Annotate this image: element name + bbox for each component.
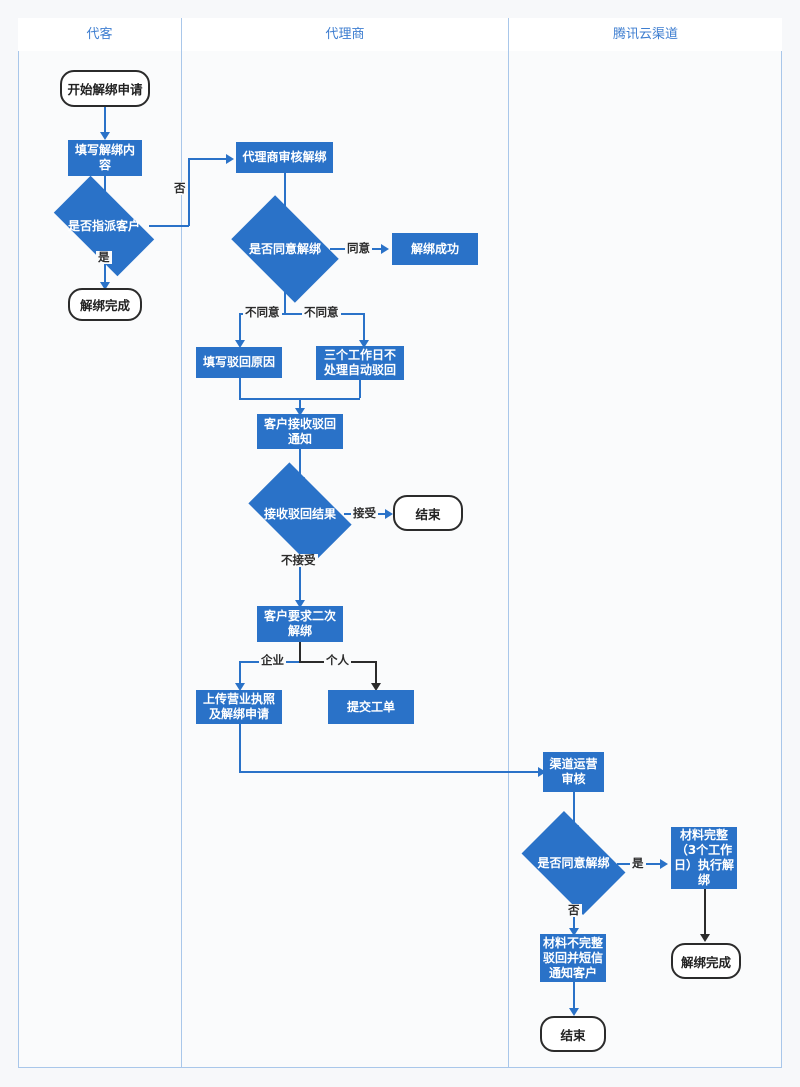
- lane-header-agent: 代理商: [182, 18, 508, 51]
- edge-n18-n20-arrow: [700, 934, 710, 942]
- node-agent-agree-decision[interactable]: 是否同意解绑: [231, 195, 339, 303]
- edge-channel-yes-arrow: [660, 859, 668, 869]
- node-upload-license-and-application[interactable]: 上传营业执照及解绑申请: [196, 690, 282, 724]
- edge-disagree-bar: [239, 313, 364, 315]
- node-material-complete-execute-unbind[interactable]: 材料完整（3个工作日）执行解绑: [671, 827, 737, 889]
- node-end-lane3[interactable]: 结束: [540, 1016, 606, 1052]
- edge-to-channel-h: [239, 771, 542, 773]
- edge-n5-n6: [284, 173, 286, 212]
- edge-disagree-left-v: [239, 313, 241, 342]
- edge-n10-n11: [299, 449, 301, 479]
- node-auto-reject-3-days[interactable]: 三个工作日不处理自动驳回: [316, 346, 404, 380]
- node-material-incomplete-reject-notify[interactable]: 材料不完整驳回并短信通知客户: [540, 934, 606, 982]
- edge-label-agree: 同意: [345, 241, 372, 255]
- lane-header-channel: 腾讯云渠道: [509, 18, 782, 51]
- edge-label-disagree-right: 不同意: [302, 305, 341, 319]
- edge-split-left-v: [239, 661, 241, 685]
- node-fill-reject-reason[interactable]: 填写驳回原因: [196, 347, 282, 378]
- edge-channel-no-arrow: [569, 928, 579, 936]
- node-label: 是否同意解绑: [248, 242, 321, 256]
- node-channel-operation-review[interactable]: 渠道运营审核: [543, 752, 604, 792]
- edge-merge-arrow: [295, 408, 305, 416]
- node-unbind-success[interactable]: 解绑成功: [392, 233, 478, 265]
- edge-split-right-v: [375, 661, 377, 685]
- node-channel-agree-decision[interactable]: 是否同意解绑: [521, 811, 626, 915]
- edge-label-enterprise: 企业: [259, 653, 286, 667]
- edge-disagree-left-arrow: [235, 340, 245, 348]
- edge-n1-n2-arrow: [100, 132, 110, 140]
- node-customer-request-second-unbind[interactable]: 客户要求二次解绑: [257, 606, 343, 642]
- node-submit-ticket[interactable]: 提交工单: [328, 690, 414, 724]
- node-receive-reject-result-decision[interactable]: 接收驳回结果: [248, 462, 352, 566]
- edge-n2-n3: [104, 176, 106, 198]
- edge-label-individual: 个人: [324, 653, 351, 667]
- edge-label-channel-no: 否: [566, 903, 582, 917]
- edge-merge-stem: [299, 398, 301, 411]
- edge-no-h1: [149, 225, 189, 227]
- node-fill-unbind-content[interactable]: 填写解绑内容: [68, 140, 142, 176]
- edge-n18-n20: [704, 889, 706, 937]
- edge-agree-arrow: [381, 244, 389, 254]
- edge-to-channel-v: [239, 724, 241, 772]
- edge-merge-left-v: [239, 378, 241, 398]
- edge-no-h2: [188, 158, 228, 160]
- edge-n3-n4: [104, 252, 106, 285]
- edge-label-channel-yes: 是: [630, 856, 646, 870]
- edge-n19-n21-arrow: [569, 1008, 579, 1016]
- edge-split-right-arrow: [371, 683, 381, 691]
- edge-n19-n21: [573, 982, 575, 1010]
- edge-to-channel-arrow: [538, 767, 546, 777]
- edge-label-accept: 接受: [351, 506, 378, 520]
- edge-n16-n17: [573, 792, 575, 827]
- edge-notaccept-arrow: [295, 600, 305, 608]
- lane-header-daike: 代客: [18, 18, 181, 51]
- edge-label-not-accept: 不接受: [279, 553, 318, 567]
- edge-disagree-right-v: [363, 313, 365, 342]
- node-unbind-complete-lane3[interactable]: 解绑完成: [671, 943, 741, 979]
- node-start-unbind-request[interactable]: 开始解绑申请: [60, 70, 150, 107]
- node-assign-customer-decision[interactable]: 是否指派客户: [53, 175, 155, 277]
- swimlane-frame: [18, 18, 782, 1068]
- edge-split-left-arrow: [235, 683, 245, 691]
- node-customer-receive-reject-notice[interactable]: 客户接收驳回通知: [257, 414, 343, 449]
- edge-split-stem: [299, 642, 301, 662]
- edge-n1-n2: [104, 107, 106, 134]
- edge-merge-right-v: [359, 380, 361, 398]
- edge-disagree-stem: [284, 280, 286, 313]
- node-agent-review-unbind[interactable]: 代理商审核解绑: [236, 142, 333, 173]
- edge-accept-arrow: [385, 509, 393, 519]
- node-label: 是否指派客户: [67, 219, 140, 233]
- edge-label-no-assign: 否: [172, 181, 188, 195]
- edge-notaccept-v: [299, 543, 301, 603]
- edge-no-arrow: [226, 154, 234, 164]
- edge-disagree-right-arrow: [359, 340, 369, 348]
- edge-n3-n4-arrow: [100, 282, 110, 290]
- edge-no-v: [188, 158, 190, 226]
- edge-label-yes-assign: 是: [96, 250, 112, 264]
- node-label: 接收驳回结果: [263, 507, 336, 521]
- node-unbind-complete-lane1[interactable]: 解绑完成: [68, 288, 142, 321]
- node-end-lane2[interactable]: 结束: [393, 495, 463, 531]
- edge-label-disagree-left: 不同意: [243, 305, 282, 319]
- lane-divider-2: [508, 18, 509, 1068]
- node-label: 是否同意解绑: [537, 856, 610, 870]
- lane-divider-1: [181, 18, 182, 1068]
